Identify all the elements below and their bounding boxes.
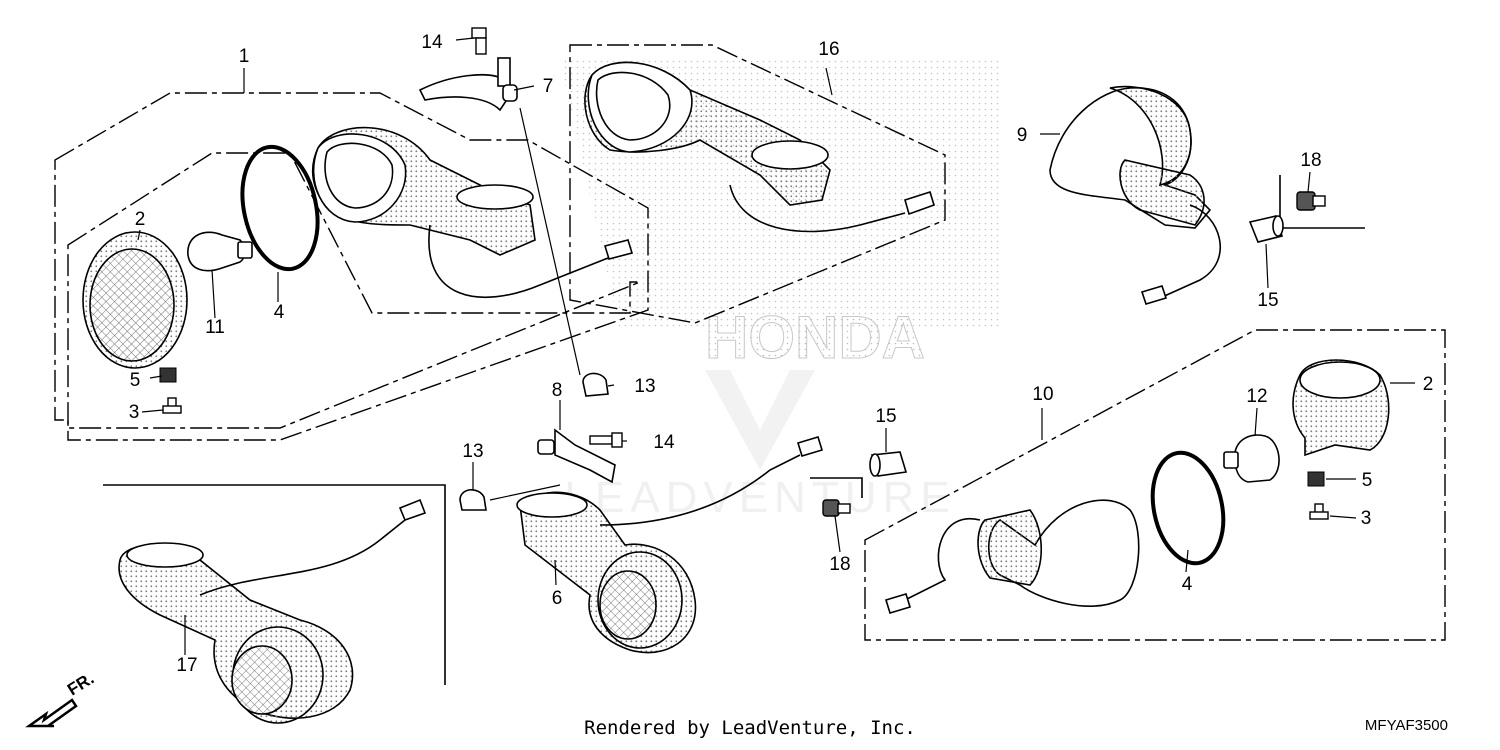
nut-5-right [1307, 471, 1325, 487]
lens-gasket-4-left [240, 144, 320, 272]
bracket-7-top [418, 57, 518, 112]
callout-2-right: 2 [1423, 374, 1434, 395]
callout-9: 9 [1017, 125, 1028, 146]
lens-2-left [82, 231, 188, 369]
grommet-13-left [459, 489, 487, 511]
callout-3-left: 3 [129, 402, 140, 423]
assembly-1-boundary [54, 92, 649, 441]
front-direction-arrow-icon: FR. [25, 676, 97, 728]
callout-4-right: 4 [1182, 574, 1193, 595]
callout-13-center: 13 [634, 376, 655, 397]
callout-8: 8 [552, 380, 563, 401]
callout-12: 12 [1246, 386, 1267, 407]
watermark-provider-text: LEADVENTURE [564, 473, 955, 522]
assembly-10-boundary [864, 329, 1446, 641]
callout-1: 1 [239, 46, 250, 67]
assembly-16-boundary [569, 44, 946, 324]
bolt-14-center [589, 432, 623, 448]
bolt-18-top [1296, 191, 1326, 211]
turn-signal-17 [118, 498, 427, 724]
turn-signal-housing-9 [1049, 85, 1221, 305]
bulb-12 [1223, 434, 1280, 483]
callout-18-top: 18 [1300, 150, 1321, 171]
callout-6: 6 [552, 588, 563, 609]
callout-15-center: 15 [875, 406, 896, 427]
callout-4-left: 4 [274, 302, 285, 323]
turn-signal-housing-1 [311, 126, 634, 299]
turn-signal-housing-10 [884, 499, 1140, 614]
bracket-8-center [537, 428, 616, 484]
callout-7: 7 [543, 76, 554, 97]
callout-18-center: 18 [829, 554, 850, 575]
leader-lines [137, 37, 1415, 655]
callout-10: 10 [1032, 384, 1053, 405]
bolt-18-center [822, 499, 851, 517]
nut-5-left [159, 367, 177, 383]
callout-labels: 1 2 2 3 3 4 4 5 5 6 7 8 9 10 11 12 13 13… [129, 32, 1434, 676]
callout-11: 11 [205, 317, 225, 338]
bushing-15-top [1248, 215, 1284, 243]
callout-16: 16 [818, 39, 839, 60]
callout-17: 17 [176, 655, 197, 676]
screw-3-right [1309, 503, 1329, 520]
direction-label: FR. [64, 676, 97, 699]
bushing-15-center [869, 451, 908, 477]
callout-5-left: 5 [130, 370, 141, 391]
leadventure-watermark: LEADVENTURE [564, 370, 955, 522]
grommet-13-center [582, 372, 609, 397]
lens-2-right [1292, 359, 1390, 457]
bolt-14-top [471, 27, 487, 55]
callout-13-left: 13 [462, 441, 483, 462]
lens-gasket-4-right [1150, 450, 1226, 566]
rendered-by-footer: Rendered by LeadVenture, Inc. [584, 717, 916, 739]
callout-3-right: 3 [1361, 508, 1372, 529]
bulb-11 [187, 231, 253, 272]
callout-14-top: 14 [421, 32, 443, 53]
assembly-boundaries [54, 44, 1446, 641]
callout-5-right: 5 [1362, 470, 1373, 491]
screw-3-left [162, 397, 182, 414]
turn-signal-housing-16 [584, 61, 935, 233]
turn-signal-6 [516, 436, 824, 654]
callout-2-left: 2 [135, 209, 146, 230]
diagram-code: MFYAF3500 [1364, 717, 1448, 734]
callout-14-center: 14 [653, 432, 675, 453]
callout-15-top: 15 [1257, 290, 1278, 311]
watermark-brand-text: HONDA [705, 304, 925, 371]
assembly-1-inner-boundary [67, 152, 641, 429]
